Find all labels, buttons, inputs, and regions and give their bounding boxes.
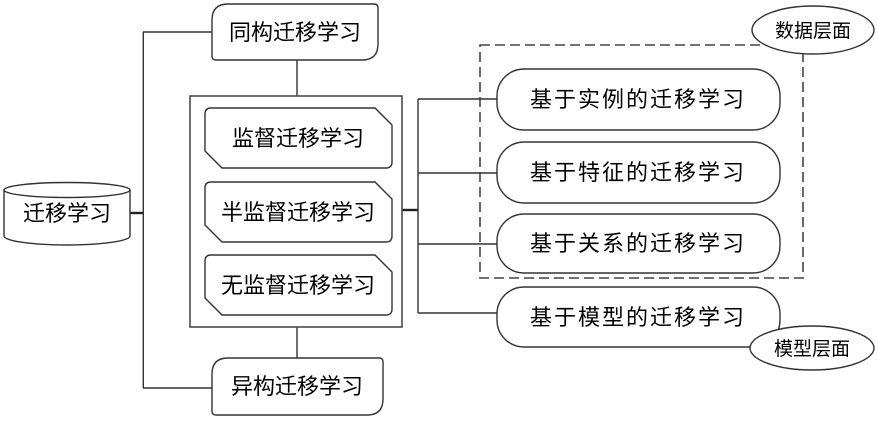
approach-nodes: 基于实例的迁移学习 基于特征的迁移学习 基于关系的迁移学习 基于模型的迁移学习 xyxy=(496,68,781,348)
heterogeneous-label: 异构迁移学习 xyxy=(231,374,363,399)
root-node-label: 迁移学习 xyxy=(23,201,111,226)
supervised-box xyxy=(204,107,393,169)
supervision-group: 监督迁移学习 半监督迁移学习 无监督迁移学习 xyxy=(189,95,403,328)
relation-based-label: 基于关系的迁移学习 xyxy=(530,231,746,256)
heterogeneous-box xyxy=(211,357,384,416)
data-level-label: 数据层面 xyxy=(775,20,851,42)
model-based-label: 基于模型的迁移学习 xyxy=(530,305,746,330)
relation-based-box xyxy=(496,213,781,274)
homogeneous-box xyxy=(211,3,379,61)
unsupervised-box xyxy=(204,254,393,316)
semi-supervised-label: 半监督迁移学习 xyxy=(221,200,375,225)
instance-based-label: 基于实例的迁移学习 xyxy=(530,87,746,112)
feature-based-box xyxy=(496,141,781,204)
heterogeneous-node: 异构迁移学习 xyxy=(211,357,384,416)
unsupervised-label: 无监督迁移学习 xyxy=(221,273,375,298)
semi-supervised-box xyxy=(204,181,393,243)
cylinder-top xyxy=(3,181,131,199)
homogeneous-node: 同构迁移学习 xyxy=(211,3,379,61)
model-level-label: 模型层面 xyxy=(774,338,850,360)
cylinder-body xyxy=(3,189,131,246)
root-node: 迁移学习 xyxy=(3,181,131,246)
data-level-dashed-group xyxy=(479,44,804,279)
model-level-ellipse xyxy=(749,325,875,371)
supervised-label: 监督迁移学习 xyxy=(232,126,364,151)
data-level-ellipse xyxy=(751,5,875,55)
homogeneous-label: 同构迁移学习 xyxy=(229,20,361,45)
model-based-box xyxy=(496,286,781,348)
level-tags: 数据层面 模型层面 xyxy=(749,5,875,371)
feature-based-label: 基于特征的迁移学习 xyxy=(530,160,746,185)
connector-lines xyxy=(130,31,499,389)
instance-based-box xyxy=(496,68,781,131)
